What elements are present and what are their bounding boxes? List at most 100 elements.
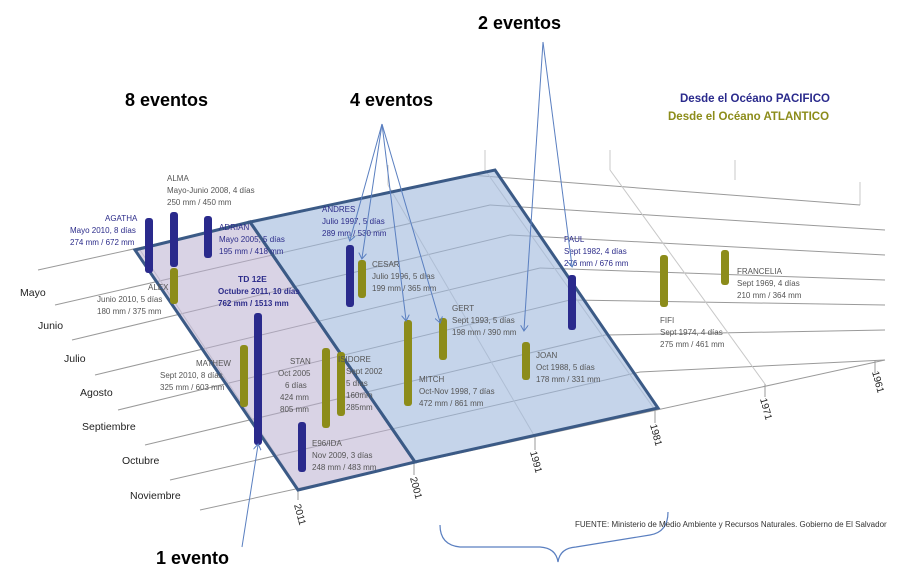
svg-text:250 mm / 450 mm: 250 mm / 450 mm xyxy=(167,198,232,207)
svg-text:Mayo 2010, 8 días: Mayo 2010, 8 días xyxy=(70,226,136,235)
svg-text:Junio 2010, 5 días: Junio 2010, 5 días xyxy=(97,295,162,304)
bar-mitch xyxy=(404,320,412,406)
bar-alma xyxy=(170,212,178,267)
svg-text:CESAR: CESAR xyxy=(372,260,400,269)
year-label: 1981 xyxy=(647,423,663,448)
event-agatha-label: AGATHA Mayo 2010, 8 días 274 mm / 672 mm xyxy=(70,214,138,247)
bar-fifi xyxy=(660,255,668,307)
svg-text:Julio 1997, 5 días: Julio 1997, 5 días xyxy=(322,217,385,226)
svg-text:ADRIAN: ADRIAN xyxy=(219,223,249,232)
svg-text:285mm: 285mm xyxy=(346,403,373,412)
svg-text:195 mm / 418 mm: 195 mm / 418 mm xyxy=(219,247,284,256)
bar-joan xyxy=(522,342,530,380)
svg-text:Sept 2002: Sept 2002 xyxy=(346,367,383,376)
annotation-4-eventos: 4 eventos xyxy=(350,90,433,110)
svg-text:PAUL: PAUL xyxy=(564,235,585,244)
event-isidore-label: ISIDORE Sept 2002 5 días 160mm 285mm xyxy=(338,355,383,412)
bar-isidore xyxy=(337,352,345,416)
svg-text:MITCH: MITCH xyxy=(419,375,445,384)
event-stan-label: STAN Oct 2005 6 días 424 mm 805 mm xyxy=(278,357,311,414)
decade-bracket xyxy=(439,511,669,563)
svg-text:ALEX: ALEX xyxy=(148,283,169,292)
month-label: Mayo xyxy=(20,287,46,299)
svg-text:Sept 1974, 4 días: Sept 1974, 4 días xyxy=(660,328,723,337)
bar-cesar xyxy=(358,260,366,298)
svg-text:GERT: GERT xyxy=(452,304,474,313)
svg-text:762 mm / 1513 mm: 762 mm / 1513 mm xyxy=(218,299,289,308)
svg-text:Sept 2010, 8 días: Sept 2010, 8 días xyxy=(160,371,223,380)
event-alex-label: ALEX Junio 2010, 5 días 180 mm / 375 mm xyxy=(97,283,169,316)
svg-text:MATHEW: MATHEW xyxy=(196,359,231,368)
bar-paul xyxy=(568,275,576,330)
annotation-arrows xyxy=(241,41,572,548)
svg-text:Sept 1993, 5 días: Sept 1993, 5 días xyxy=(452,316,515,325)
event-td12e-label: TD 12E Octubre 2011, 10 días 762 mm / 15… xyxy=(218,274,300,308)
svg-text:275 mm / 461 mm: 275 mm / 461 mm xyxy=(660,340,725,349)
bar-e96ida xyxy=(298,422,306,472)
svg-text:178 mm / 331 mm: 178 mm / 331 mm xyxy=(536,375,601,384)
svg-text:Nov 2009, 3 días: Nov 2009, 3 días xyxy=(312,451,372,460)
event-adrian-label: ADRIAN Mayo 2005, 5 días 195 mm / 418 mm xyxy=(219,223,285,256)
bar-agatha xyxy=(145,218,153,273)
svg-text:6 días: 6 días xyxy=(285,381,307,390)
legend-pacific: Desde el Océano PACIFICO xyxy=(680,93,830,105)
event-fifi-label: FIFI Sept 1974, 4 días 275 mm / 461 mm xyxy=(660,316,725,349)
year-label: 2011 xyxy=(291,503,307,527)
year-label: 1971 xyxy=(757,397,773,422)
svg-text:STAN: STAN xyxy=(290,357,311,366)
svg-text:472 mm / 861 mm: 472 mm / 861 mm xyxy=(419,399,484,408)
svg-text:248 mm / 483 mm: 248 mm / 483 mm xyxy=(312,463,377,472)
svg-text:Oct 1988, 5 días: Oct 1988, 5 días xyxy=(536,363,595,372)
svg-text:Octubre 2011, 10 días: Octubre 2011, 10 días xyxy=(218,287,300,296)
svg-text:198 mm / 390 mm: 198 mm / 390 mm xyxy=(452,328,517,337)
event-e96ida-label: E96/IDA Nov 2009, 3 días 248 mm / 483 mm xyxy=(312,439,377,472)
svg-text:180 mm / 375 mm: 180 mm / 375 mm xyxy=(97,307,162,316)
svg-text:160mm: 160mm xyxy=(346,391,373,400)
event-andres-label: ANDRES Julio 1997, 5 días 289 mm / 530 m… xyxy=(322,205,387,238)
event-bars xyxy=(145,212,729,472)
annotation-8-eventos: 8 eventos xyxy=(125,90,208,110)
svg-text:TD 12E: TD 12E xyxy=(238,274,267,284)
svg-text:ISIDORE: ISIDORE xyxy=(338,355,371,364)
svg-text:Mayo 2005, 5 días: Mayo 2005, 5 días xyxy=(219,235,285,244)
month-label: Julio xyxy=(64,353,86,365)
svg-text:805 mm: 805 mm xyxy=(280,405,309,414)
svg-text:199 mm / 365 mm: 199 mm / 365 mm xyxy=(372,284,437,293)
annotation-2-eventos: 2 eventos xyxy=(478,13,561,33)
event-cesar-label: CESAR Julio 1996, 5 días 199 mm / 365 mm xyxy=(372,260,437,293)
svg-text:325 mm / 603 mm: 325 mm / 603 mm xyxy=(160,383,225,392)
bar-stan xyxy=(322,348,330,428)
year-label: 1961 xyxy=(869,370,885,395)
month-label: Junio xyxy=(38,320,63,332)
svg-text:ANDRES: ANDRES xyxy=(322,205,355,214)
svg-text:274 mm / 672 mm: 274 mm / 672 mm xyxy=(70,238,135,247)
year-label: 1991 xyxy=(527,450,543,475)
bar-mathew xyxy=(240,345,248,407)
svg-text:Mayo-Junio 2008, 4 días: Mayo-Junio 2008, 4 días xyxy=(167,186,255,195)
svg-text:424 mm: 424 mm xyxy=(280,393,309,402)
event-alma-label: ALMA Mayo-Junio 2008, 4 días 250 mm / 45… xyxy=(167,174,255,207)
svg-text:FIFI: FIFI xyxy=(660,316,674,325)
year-label: 2001 xyxy=(407,476,423,501)
month-label: Noviembre xyxy=(130,490,181,502)
svg-text:Oct 2005: Oct 2005 xyxy=(278,369,311,378)
svg-text:Julio 1996, 5 días: Julio 1996, 5 días xyxy=(372,272,435,281)
legend-atlantic: Desde el Océano ATLANTICO xyxy=(668,111,829,123)
svg-text:JOAN: JOAN xyxy=(536,351,558,360)
bar-francelia xyxy=(721,250,729,285)
event-gert-label: GERT Sept 1993, 5 días 198 mm / 390 mm xyxy=(452,304,517,337)
bar-andres xyxy=(346,245,354,307)
annotation-1-evento: 1 evento xyxy=(156,548,229,568)
svg-text:210 mm / 364 mm: 210 mm / 364 mm xyxy=(737,291,802,300)
svg-text:FRANCELIA: FRANCELIA xyxy=(737,267,783,276)
decade-1981-2001-plane xyxy=(247,168,661,464)
svg-text:5 días: 5 días xyxy=(346,379,368,388)
source-note: FUENTE: Ministerio de Medio Ambiente y R… xyxy=(575,520,887,529)
svg-text:ALMA: ALMA xyxy=(167,174,189,183)
event-mathew-label: MATHEW Sept 2010, 8 días 325 mm / 603 mm xyxy=(160,359,231,392)
event-mitch-label: MITCH Oct-Nov 1998, 7 días 472 mm / 861 … xyxy=(419,375,495,408)
month-label: Octubre xyxy=(122,455,160,467)
svg-text:E96/IDA: E96/IDA xyxy=(312,439,342,448)
event-francelia-label: FRANCELIA Sept 1969, 4 días 210 mm / 364… xyxy=(737,267,802,300)
